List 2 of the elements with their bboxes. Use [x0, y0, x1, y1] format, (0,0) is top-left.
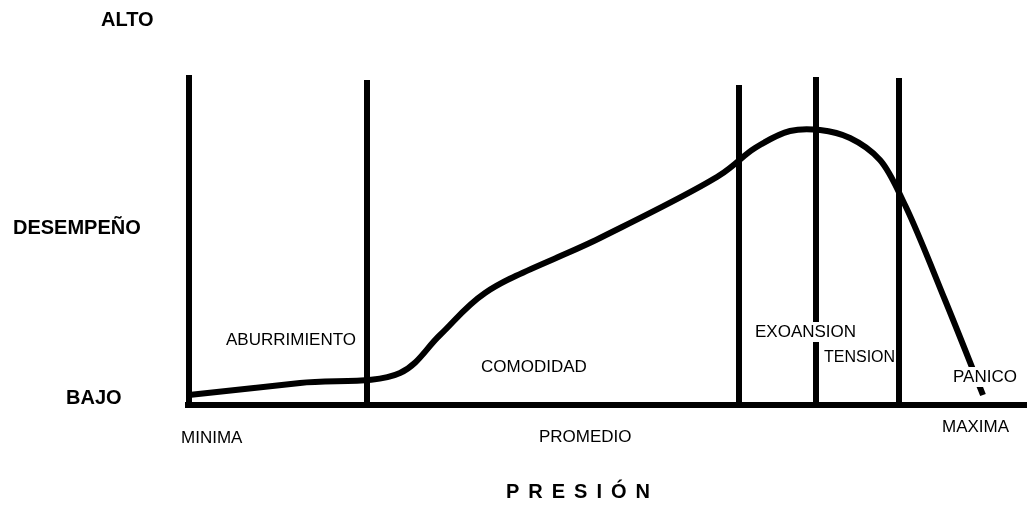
zone-label: EXOANSION — [754, 322, 858, 342]
zone-label: PANICO — [952, 367, 1018, 387]
